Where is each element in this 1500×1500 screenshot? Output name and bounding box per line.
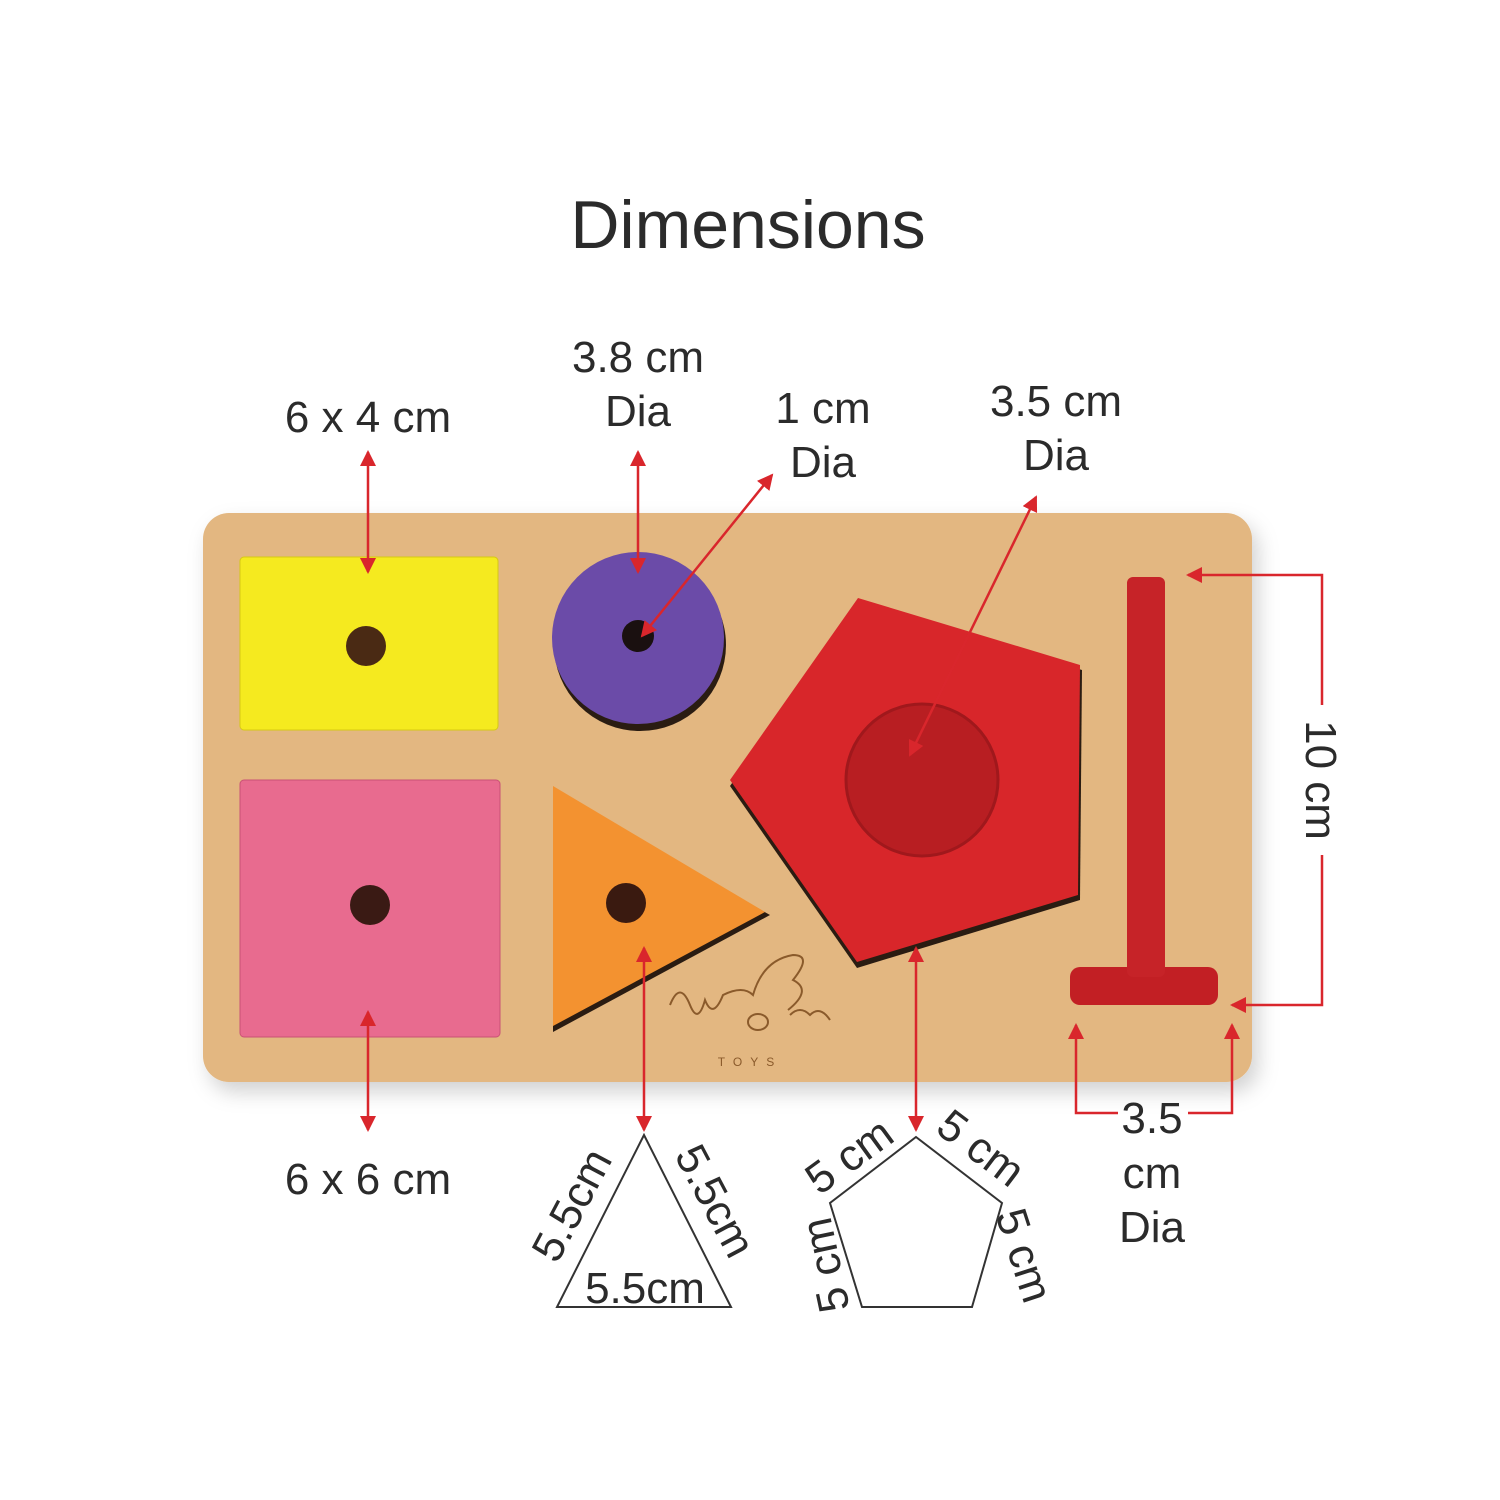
bracket-height-bottom bbox=[1230, 855, 1324, 1013]
pink-piece-hole bbox=[350, 885, 390, 925]
yellow-piece-hole bbox=[346, 626, 386, 666]
label-hole-line2: Dia bbox=[790, 438, 857, 487]
purple-piece-hole bbox=[622, 620, 654, 652]
label-pentagon-right: 5 cm bbox=[986, 1203, 1062, 1309]
label-triangle-bottom: 5.5cm bbox=[585, 1264, 705, 1313]
label-base-line3: Dia bbox=[1119, 1203, 1186, 1252]
label-circle-line1: 3.8 cm bbox=[572, 333, 704, 382]
orange-triangle-piece bbox=[553, 786, 765, 1026]
peg-pole bbox=[1127, 577, 1165, 977]
triangle-piece-hole bbox=[606, 883, 646, 923]
label-pentagon-hole-line1: 3.5 cm bbox=[990, 377, 1122, 426]
label-rect-small: 6 x 4 cm bbox=[285, 393, 451, 442]
label-circle-line2: Dia bbox=[605, 387, 672, 436]
label-hole-line1: 1 cm bbox=[775, 384, 870, 433]
arrow-hole bbox=[640, 473, 774, 638]
label-pentagon-hole-line2: Dia bbox=[1023, 431, 1090, 480]
page-title: Dimensions bbox=[570, 187, 925, 263]
triangle-outline bbox=[555, 1132, 733, 1308]
woodbee-logo bbox=[669, 953, 831, 1031]
bracket-base-right bbox=[1188, 1023, 1240, 1115]
pentagon-outline bbox=[828, 1135, 1004, 1308]
label-base-line1: 3.5 bbox=[1121, 1094, 1182, 1143]
logo-subtitle: TOYS bbox=[718, 1055, 782, 1069]
bracket-base-left bbox=[1068, 1023, 1118, 1115]
peg-base bbox=[1070, 967, 1218, 1005]
pentagon-recess bbox=[844, 702, 1000, 858]
bracket-height-top bbox=[1186, 567, 1324, 705]
label-peg-height: 10 cm bbox=[1296, 720, 1345, 840]
label-base-line2: cm bbox=[1123, 1149, 1182, 1198]
label-rect-large: 6 x 6 cm bbox=[285, 1155, 451, 1204]
arrow-pentagon-hole bbox=[908, 495, 1038, 757]
